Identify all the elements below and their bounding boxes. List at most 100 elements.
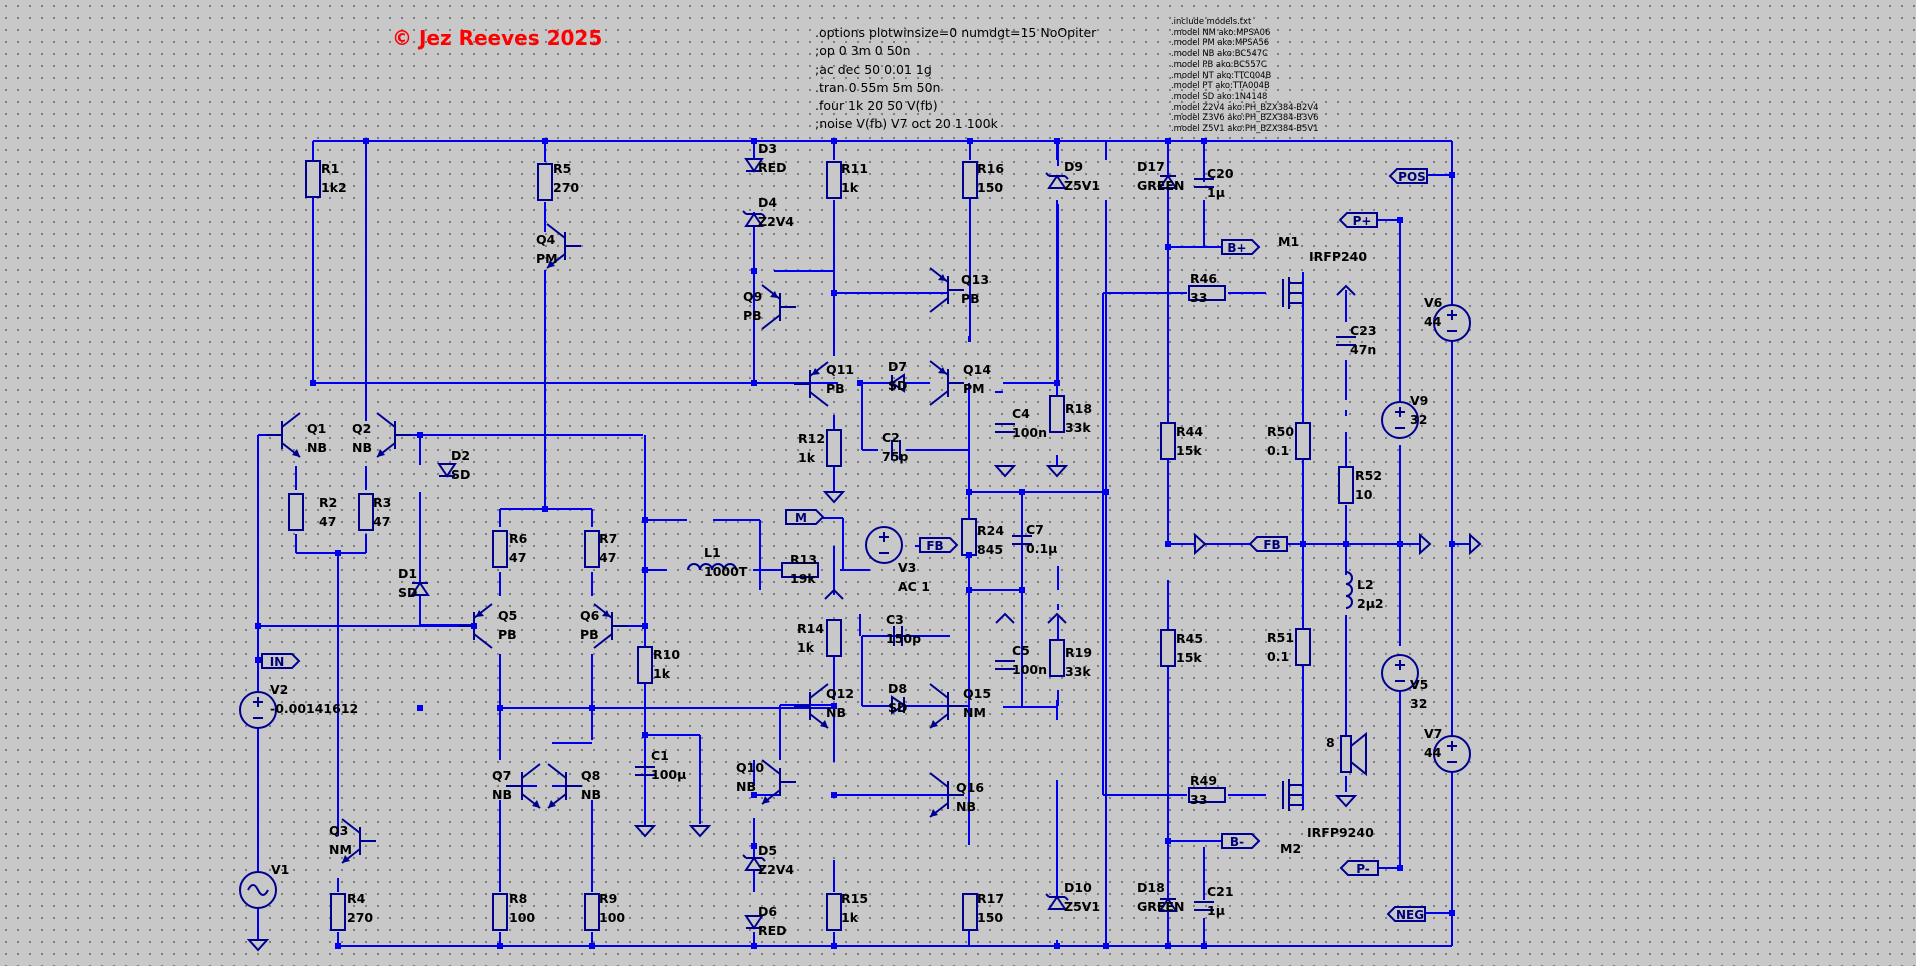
- q4-transistor[interactable]: [546, 223, 581, 269]
- d2-diode[interactable]: [437, 463, 457, 478]
- r7-resistor[interactable]: [584, 530, 600, 568]
- directive-line[interactable]: ;noise V(fb) V7 oct 20 1 100k: [815, 116, 998, 132]
- c1-capacitor[interactable]: [635, 766, 655, 776]
- d8-diode[interactable]: [891, 695, 906, 715]
- q8-transistor[interactable]: [547, 763, 582, 809]
- d1-diode[interactable]: [410, 581, 430, 596]
- net-label-b-plus[interactable]: [1221, 239, 1261, 255]
- r14-resistor[interactable]: [826, 619, 842, 657]
- r9-resistor[interactable]: [584, 893, 600, 931]
- v6-voltage-source[interactable]: [1433, 304, 1471, 342]
- r12-resistor[interactable]: [826, 429, 842, 467]
- q7-transistor[interactable]: [506, 763, 541, 809]
- c23-capacitor[interactable]: [1336, 336, 1356, 346]
- ground-symbol[interactable]: [993, 465, 1017, 478]
- supply-arrow[interactable]: [995, 612, 1015, 624]
- q14-transistor[interactable]: [929, 360, 964, 406]
- model-line[interactable]: .model Z2V4 ako:PH_BZX384-B2V4: [1171, 101, 1319, 112]
- d10-diode[interactable]: [1045, 893, 1069, 910]
- ground-arrow[interactable]: [1469, 532, 1482, 556]
- model-line[interactable]: .include models.txt: [1171, 16, 1252, 26]
- m2-mosfet[interactable]: [1282, 779, 1303, 811]
- r4-resistor[interactable]: [330, 893, 346, 931]
- r2-resistor[interactable]: [288, 493, 304, 531]
- d4-diode[interactable]: [742, 210, 766, 227]
- c20-capacitor[interactable]: [1194, 178, 1214, 188]
- model-line[interactable]: .model NT ako:TTC004B: [1171, 69, 1272, 80]
- speaker[interactable]: [1340, 731, 1367, 777]
- supply-arrow[interactable]: [1336, 284, 1356, 296]
- r51-resistor[interactable]: [1295, 628, 1311, 666]
- r52-resistor[interactable]: [1338, 466, 1354, 504]
- r8-resistor[interactable]: [492, 893, 508, 931]
- model-line[interactable]: .model Z3V6 ako:PH_BZX384-B3V6: [1171, 112, 1319, 123]
- l1-inductor[interactable]: [687, 563, 737, 571]
- c21-capacitor[interactable]: [1194, 901, 1214, 911]
- d6-diode[interactable]: [744, 915, 764, 930]
- model-line[interactable]: .model PM ako:MPSA56: [1171, 37, 1270, 48]
- net-label-p-plus[interactable]: [1338, 212, 1378, 228]
- net-label-in[interactable]: [261, 653, 301, 669]
- r5-resistor[interactable]: [537, 163, 553, 201]
- ground-symbol[interactable]: [246, 939, 270, 952]
- net-label-pos[interactable]: [1388, 168, 1428, 184]
- d5-diode[interactable]: [742, 854, 766, 871]
- v3-voltage-source[interactable]: [865, 526, 903, 564]
- c3-capacitor[interactable]: [893, 626, 903, 646]
- directive-line[interactable]: .tran 0 55m 5m 50n: [815, 79, 941, 95]
- wires[interactable]: [257, 140, 1470, 947]
- v9-voltage-source[interactable]: [1381, 401, 1419, 439]
- r46-resistor[interactable]: [1188, 285, 1226, 301]
- directive-line[interactable]: .four 1k 20 50 V(fb): [815, 98, 938, 114]
- components[interactable]: [239, 158, 1482, 952]
- ground-symbol[interactable]: [1334, 795, 1358, 808]
- r17-resistor[interactable]: [962, 893, 978, 931]
- q15-transistor[interactable]: [929, 683, 964, 729]
- r16-resistor[interactable]: [962, 161, 978, 199]
- net-label-neg[interactable]: [1386, 906, 1426, 922]
- model-line[interactable]: .model SD ako:1N4148: [1171, 90, 1268, 101]
- l2-inductor[interactable]: [1345, 571, 1353, 609]
- d18-diode[interactable]: [1158, 897, 1178, 912]
- d7-diode[interactable]: [890, 373, 905, 393]
- q2-transistor[interactable]: [376, 412, 411, 458]
- directive-line[interactable]: ;ac dec 50 0.01 1g: [815, 61, 932, 77]
- r10-resistor[interactable]: [637, 646, 653, 684]
- r13-resistor[interactable]: [781, 562, 819, 578]
- ground-symbol[interactable]: [1045, 465, 1069, 478]
- r49-resistor[interactable]: [1188, 787, 1226, 803]
- c2-capacitor[interactable]: [891, 440, 901, 460]
- supply-arrow[interactable]: [824, 588, 844, 600]
- q16-transistor[interactable]: [929, 772, 964, 818]
- q6-transistor[interactable]: [593, 603, 628, 649]
- model-directives[interactable]: .include models.txt .model NM ako:MPSA06…: [1171, 16, 1318, 134]
- q13-transistor[interactable]: [929, 267, 964, 313]
- ground-symbol[interactable]: [822, 491, 846, 504]
- r18-resistor[interactable]: [1049, 395, 1065, 433]
- v7-voltage-source[interactable]: [1433, 735, 1471, 773]
- v1-voltage-source[interactable]: [239, 871, 277, 909]
- spice-directives[interactable]: .options plotwinsize=0 numdgt=15 NoOpite…: [815, 24, 1096, 134]
- ground-arrow[interactable]: [1194, 532, 1207, 556]
- r15-resistor[interactable]: [826, 893, 842, 931]
- q3-transistor[interactable]: [341, 818, 376, 864]
- r3-resistor[interactable]: [358, 493, 374, 531]
- r1-resistor[interactable]: [305, 160, 321, 198]
- ground-symbol[interactable]: [633, 825, 657, 838]
- model-line[interactable]: .model PT ako:TTA004B: [1171, 80, 1270, 91]
- q1-transistor[interactable]: [266, 412, 301, 458]
- c5-capacitor[interactable]: [995, 660, 1015, 670]
- directive-line[interactable]: ;op 0 3m 0 50n: [815, 43, 911, 59]
- v2-voltage-source[interactable]: [239, 691, 277, 729]
- r19-resistor[interactable]: [1049, 639, 1065, 677]
- q11-transistor[interactable]: [794, 361, 829, 407]
- v5-voltage-source[interactable]: [1381, 654, 1419, 692]
- net-label-m[interactable]: [785, 509, 825, 525]
- d9-diode[interactable]: [1045, 172, 1069, 189]
- directive-line[interactable]: .options plotwinsize=0 numdgt=15 NoOpite…: [815, 25, 1097, 40]
- q9-transistor[interactable]: [761, 284, 796, 330]
- d17-diode[interactable]: [1158, 174, 1178, 189]
- c7-capacitor[interactable]: [1012, 535, 1032, 545]
- d3-diode[interactable]: [744, 158, 764, 173]
